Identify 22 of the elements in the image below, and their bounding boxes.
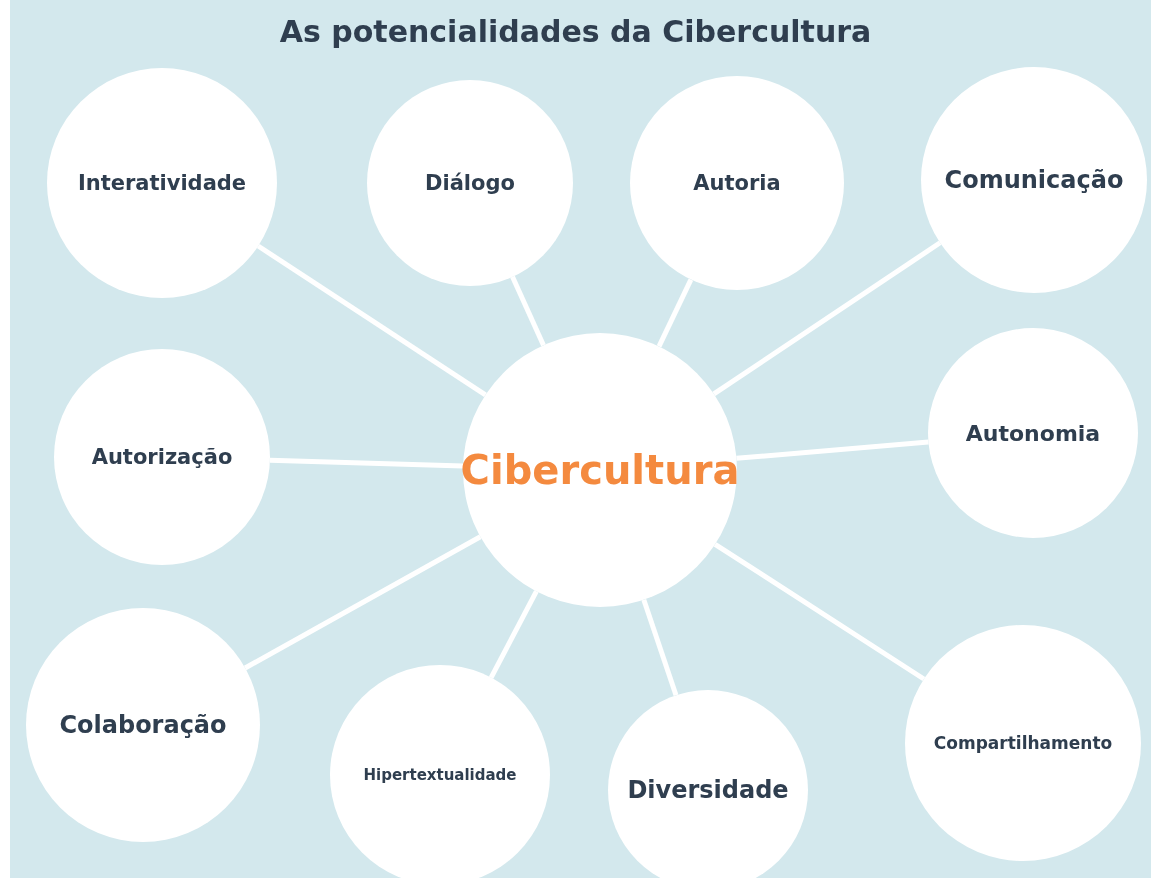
- topic-label: Diversidade: [627, 776, 789, 804]
- diagram-title: As potencialidades da Cibercultura: [278, 14, 873, 49]
- topic-label: Colaboração: [59, 711, 227, 739]
- connector-line: [269, 457, 464, 469]
- connector-line: [243, 534, 482, 671]
- topic-label: Autoria: [693, 171, 781, 195]
- topic-label: Comunicação: [944, 166, 1124, 194]
- connector-line: [736, 439, 929, 461]
- connector-line: [712, 240, 942, 396]
- connector-line: [641, 599, 679, 697]
- topic-label: Compartilhamento: [933, 733, 1113, 753]
- connector-line: [656, 278, 694, 348]
- topic-label: Diálogo: [425, 171, 515, 195]
- connector-line: [256, 243, 487, 397]
- connector-line: [488, 590, 539, 679]
- central-label: Cibercultura: [460, 447, 740, 493]
- topic-label: Autorização: [91, 445, 233, 469]
- connector-line: [713, 542, 926, 682]
- topic-label: Autonomia: [965, 420, 1101, 446]
- topic-label: Interatividade: [77, 171, 247, 195]
- connector-line: [510, 275, 546, 347]
- topic-label: Hipertextualidade: [363, 766, 517, 784]
